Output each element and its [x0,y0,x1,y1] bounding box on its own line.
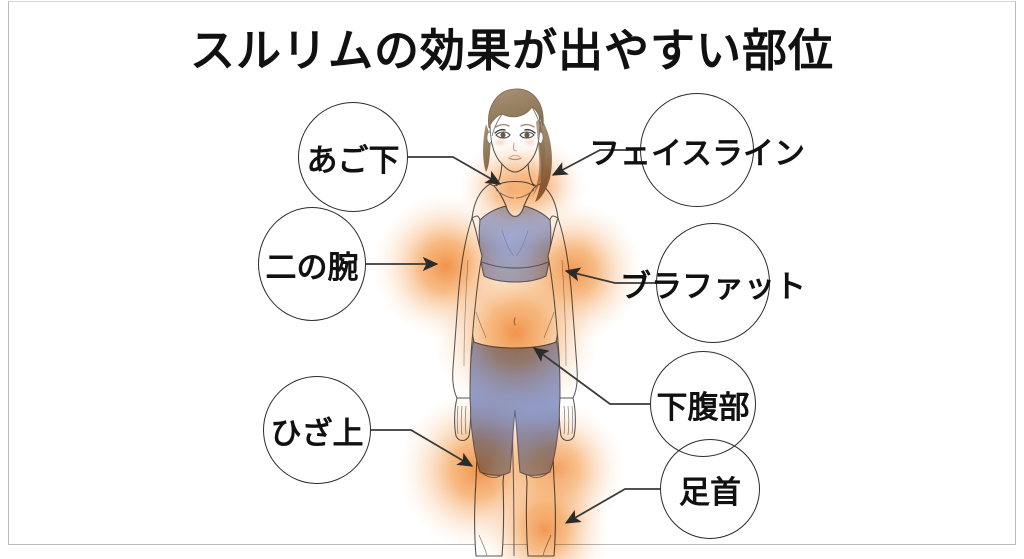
label-text-face-line: フェイスライン [588,135,806,171]
label-circle-bra-fat [656,223,770,343]
label-ninoude[interactable]: 二の腕 [258,207,366,321]
label-ago-shita[interactable]: あご下 [298,102,408,212]
label-text-ashikubi: 足首 [679,474,741,510]
label-hiza-ue[interactable]: ひざ上 [263,376,371,484]
label-text-ago-shita: あご下 [306,142,400,178]
page-title: スルリムの効果が出やすい部位 [189,25,834,76]
label-text-kafukubu: 下腹部 [656,389,750,425]
label-bra-fat[interactable]: ブラファット [620,223,806,343]
label-circle-hiza-ue [263,376,371,484]
label-text-hiza-ue: ひざ上 [270,415,364,451]
label-kafukubu[interactable]: 下腹部 [650,351,756,457]
label-text-bra-fat: ブラファット [620,268,806,304]
label-circle-ninoude [258,207,366,321]
label-ashikubi[interactable]: 足首 [660,439,760,539]
label-face-line[interactable]: フェイスライン [588,93,806,207]
label-circle-ashikubi [660,439,760,539]
label-circle-face-line [640,93,754,207]
label-circle-ago-shita [298,102,408,212]
label-text-ninoude: 二の腕 [265,249,359,285]
